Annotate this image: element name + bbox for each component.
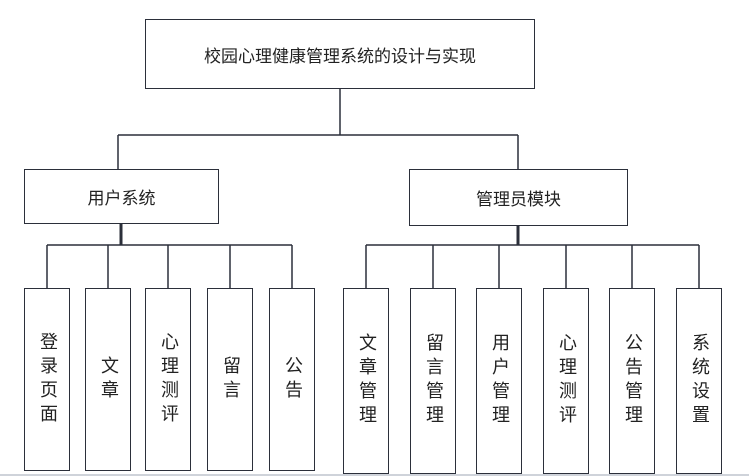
leaf-node: 文章 — [85, 288, 131, 471]
leaf-label: 公告 — [282, 355, 303, 404]
leaf-label: 心理测评 — [158, 331, 179, 428]
leaf-label: 公告管理 — [622, 333, 643, 429]
root-node: 校园心理健康管理系统的设计与实现 — [145, 19, 535, 89]
leaf-label: 登录页面 — [37, 331, 58, 428]
leaf-node: 公告管理 — [609, 288, 655, 474]
leaf-node: 系统设置 — [676, 288, 722, 474]
leaf-node: 文章管理 — [343, 288, 389, 474]
branch-node-user-system: 用户系统 — [24, 169, 219, 224]
leaf-label: 留言 — [220, 355, 241, 404]
leaf-node: 心理测评 — [543, 288, 589, 474]
leaf-label: 心理测评 — [556, 333, 577, 429]
branch-node-admin-module: 管理员模块 — [409, 169, 628, 226]
branch-label: 用户系统 — [87, 189, 156, 209]
leaf-label: 留言管理 — [423, 333, 444, 429]
leaf-label: 文章 — [98, 355, 119, 404]
leaf-node: 留言管理 — [410, 288, 456, 474]
leaf-label: 文章管理 — [356, 333, 377, 429]
leaf-node: 用户管理 — [476, 288, 522, 474]
leaf-node: 心理测评 — [145, 288, 191, 471]
leaf-label: 系统设置 — [689, 333, 710, 429]
leaf-label: 用户管理 — [489, 333, 510, 429]
branch-label: 管理员模块 — [476, 190, 561, 210]
leaf-node: 留言 — [207, 288, 253, 471]
leaf-node: 公告 — [269, 288, 315, 471]
root-node-label: 校园心理健康管理系统的设计与实现 — [204, 46, 476, 67]
page-bottom-divider — [0, 474, 749, 476]
leaf-node: 登录页面 — [24, 288, 70, 471]
